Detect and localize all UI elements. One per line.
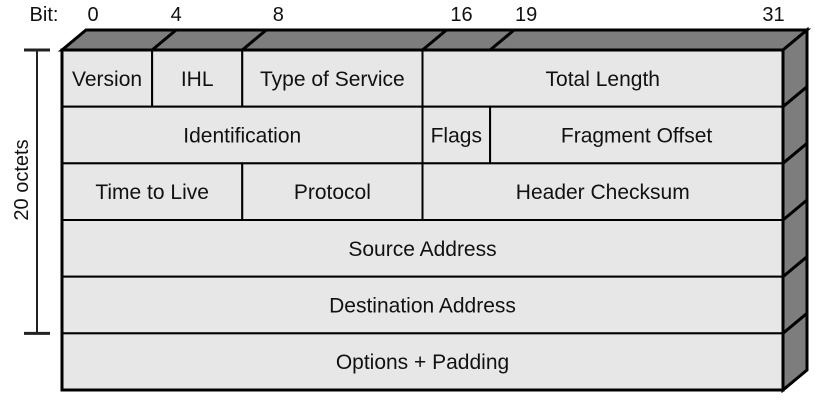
row-boundary-diagonal-4: [782, 255, 808, 278]
row-boundary-diagonal-3: [782, 198, 808, 222]
bit-boundary-diagonal-16: [421, 28, 448, 52]
field-cell-options-padding: [61, 332, 784, 392]
field-label-total-length: Total Length: [546, 68, 660, 91]
bit-tick-label-8: 8: [273, 4, 284, 26]
field-cell-destination-address: [61, 275, 784, 335]
bit-axis-title: Bit:: [30, 4, 59, 26]
field-label-protocol: Protocol: [294, 181, 371, 204]
bit-tick-label-4: 4: [171, 4, 182, 26]
row-boundary-diagonal-5: [782, 312, 808, 335]
bit-boundary-diagonal-8: [241, 28, 268, 52]
bit-tick-label-19: 19: [515, 4, 537, 26]
bit-boundary-diagonal-4: [151, 28, 178, 52]
row-boundary-diagonal-1: [782, 85, 808, 108]
field-label-version: Version: [72, 68, 142, 91]
bit-tick-label-31: 31: [762, 4, 784, 26]
octets-label: 20 octets: [11, 139, 33, 220]
field-label-destination-address: Destination Address: [329, 295, 516, 318]
field-cell-source-address: [61, 219, 784, 278]
field-label-type-of-service: Type of Service: [260, 68, 405, 91]
bit-boundary-diagonal-19: [489, 28, 516, 52]
bit-tick-label-0: 0: [87, 4, 98, 26]
field-cell-type-of-service: [241, 49, 424, 108]
field-cell-time-to-live: [61, 162, 244, 221]
field-label-header-checksum: Header Checksum: [516, 181, 690, 204]
row-boundary-diagonal-2: [782, 142, 808, 165]
field-label-source-address: Source Address: [348, 238, 496, 261]
bit-tick-label-16: 16: [450, 4, 472, 26]
field-label-identification: Identification: [183, 125, 301, 148]
field-label-flags: Flags: [431, 125, 482, 148]
field-label-fragment-offset: Fragment Offset: [561, 125, 713, 148]
field-label-time-to-live: Time to Live: [95, 181, 209, 204]
field-cell-flags: [421, 105, 492, 165]
field-label-ihl: IHL: [181, 68, 214, 91]
field-label-options-padding: Options + Padding: [336, 351, 509, 374]
field-cell-total-length: [421, 49, 784, 108]
field-cell-protocol: [241, 162, 424, 221]
front-face-outer-border: [60, 48, 785, 392]
